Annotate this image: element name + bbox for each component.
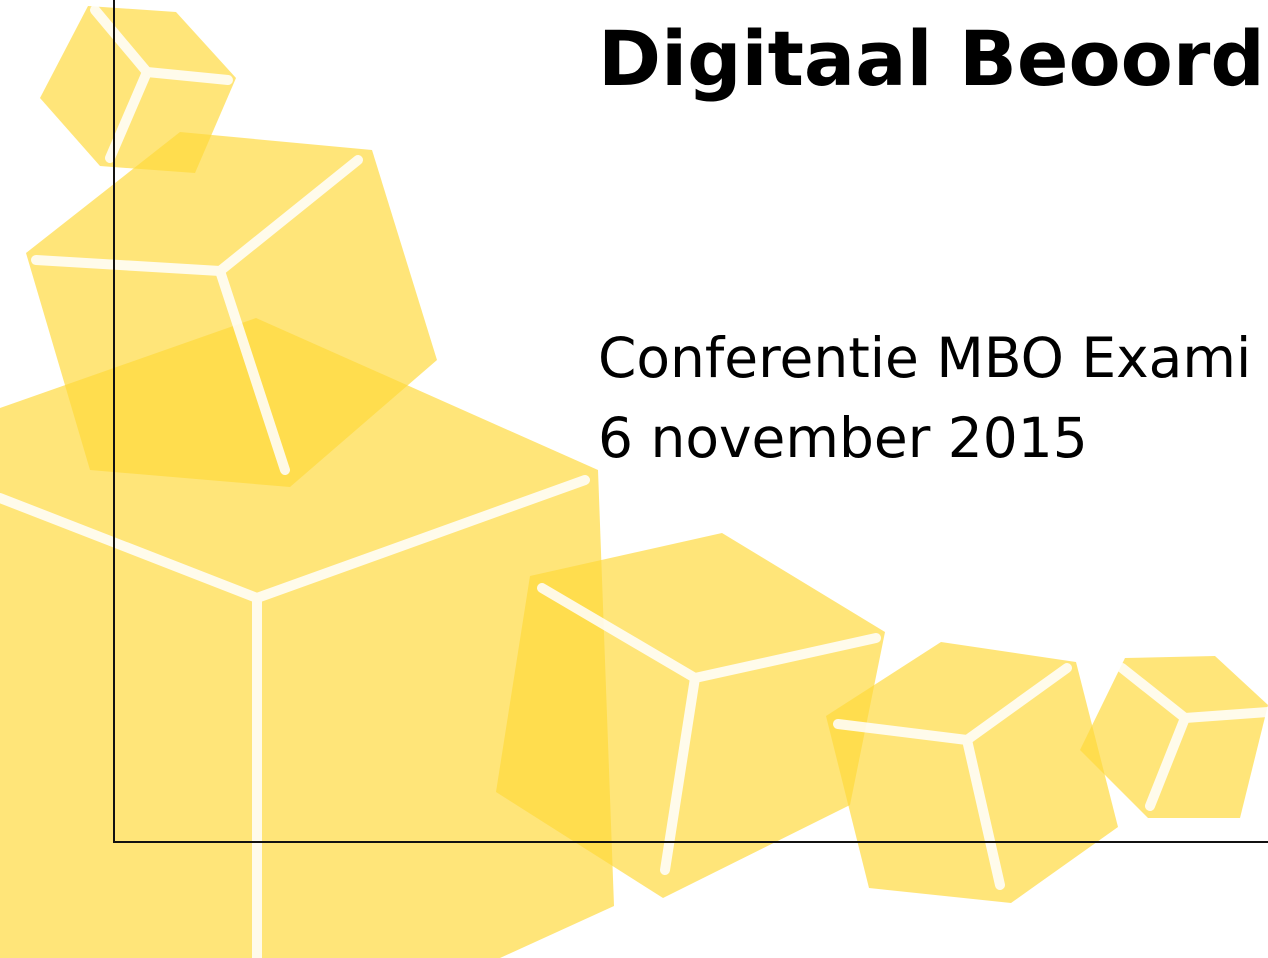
subtitle-date: 6 november 2015 (598, 406, 1088, 470)
cube-large (0, 318, 614, 958)
slide-subtitle: Conferentie MBO Exami 6 november 2015 (598, 318, 1251, 478)
frame-horizontal-line (113, 841, 1268, 843)
slide-title: Digitaal Beoordel (598, 14, 1268, 103)
frame-vertical-line (113, 0, 115, 842)
subtitle-event: Conferentie MBO Exami (598, 326, 1252, 390)
